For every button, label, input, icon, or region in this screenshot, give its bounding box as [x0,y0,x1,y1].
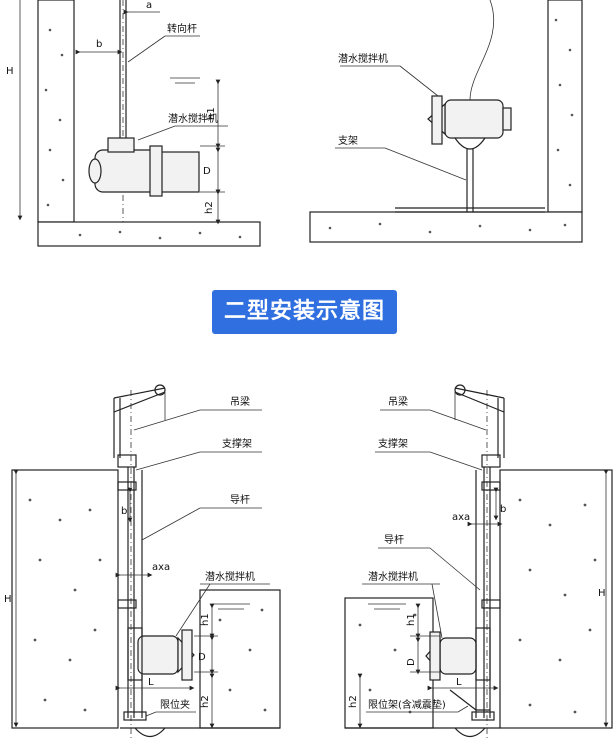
tl-mixer-body [94,149,158,193]
tl-label-mixer: 潜水搅拌机 [168,112,218,125]
br-dim-L: L [456,677,462,688]
bottom-right-panel: H axa b h1 D L h2 吊梁 支撑架 导杆 潜水搅拌机 限位架(含减… [344,384,613,740]
bottom-left-panel: H b axa h1 D L h2 吊梁 支撑架 导杆 潜水搅拌机 限位夹 [4,384,281,740]
br-dim-h1: h1 [406,613,417,626]
bl-label-support-frame: 支撑架 [222,437,252,450]
bl-dim-b: b [121,506,127,517]
br-label-mixer: 潜水搅拌机 [368,570,418,583]
br-label-limit-frame: 限位架(含减震垫) [368,698,446,711]
bl-dim-h1: h1 [200,613,211,626]
br-label-lifting-beam: 吊梁 [388,395,408,408]
tl-dim-h2: h2 [204,201,215,214]
bl-dim-L: L [148,677,154,688]
br-dim-axa: axa [452,512,470,523]
tr-label-mixer: 潜水搅拌机 [338,52,388,65]
br-label-guide-rod: 导杆 [384,534,404,546]
tl-dim-a: a [146,0,152,11]
br-dim-b: b [500,504,506,515]
br-mixer-body [439,637,477,675]
tl-label-steering-rod: 转向杆 [167,22,197,35]
bl-label-limit-clamp: 限位夹 [160,698,190,711]
bl-dim-axa: axa [152,562,170,573]
tl-dim-b: b [96,39,102,50]
bl-dim-h2: h2 [200,695,211,708]
br-dim-D: D [406,658,417,666]
br-dim-h2: h2 [348,695,359,708]
bl-label-mixer: 潜水搅拌机 [205,570,255,583]
tl-dim-H: H [6,66,14,77]
tl-dim-h1: h1 [206,107,217,120]
bl-label-lifting-beam: 吊梁 [230,395,250,408]
bl-dim-D: D [198,652,206,663]
tl-left-wall [37,0,75,223]
br-label-support-frame: 支撑架 [378,437,408,450]
bl-label-guide-rod: 导杆 [230,494,250,506]
bl-mixer-body [137,635,179,675]
top-right-panel: 潜水搅拌机 支架 [309,0,583,243]
tr-floor [309,211,583,243]
br-dim-H: H [598,588,606,599]
top-left-panel: a b H h1 D h2 转向杆 潜水搅拌机 [6,0,261,247]
section-title-banner: 二型安装示意图 [212,290,397,334]
bl-left-wall [11,469,119,729]
tr-right-wall [547,0,583,213]
tl-floor [37,221,261,247]
br-right-wall [499,469,613,729]
tl-dim-D: D [203,166,211,177]
tr-mixer-body [444,99,504,139]
tr-label-bracket: 支架 [338,135,358,147]
bl-dim-H: H [4,594,12,605]
